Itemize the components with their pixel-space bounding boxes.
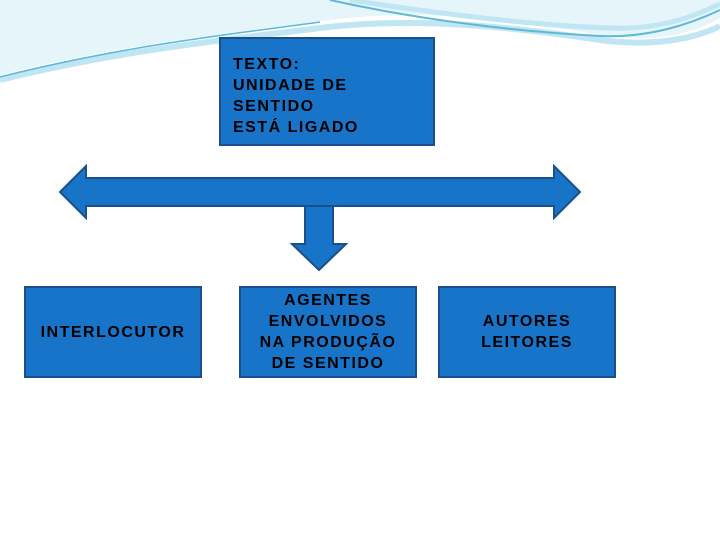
agentes-line: AGENTES [260, 290, 397, 311]
top-box-line: TEXTO: [233, 54, 359, 75]
down-arrow [292, 206, 346, 270]
agentes-line: NA PRODUÇÃO [260, 332, 397, 353]
autores-line: AUTORES [481, 311, 573, 332]
top-box: TEXTO: UNIDADE DE SENTIDO ESTÁ LIGADO [219, 37, 435, 146]
autores-box: AUTORES LEITORES [438, 286, 616, 378]
top-box-line: SENTIDO [233, 96, 359, 117]
agentes-line: ENVOLVIDOS [260, 311, 397, 332]
double-headed-arrow [60, 166, 580, 218]
autores-line: LEITORES [481, 332, 573, 353]
top-box-line: UNIDADE DE [233, 75, 359, 96]
agentes-line: DE SENTIDO [260, 353, 397, 374]
top-box-line: ESTÁ LIGADO [233, 117, 359, 138]
agentes-box: AGENTES ENVOLVIDOS NA PRODUÇÃO DE SENTID… [239, 286, 417, 378]
interlocutor-label: INTERLOCUTOR [41, 322, 186, 343]
interlocutor-box: INTERLOCUTOR [24, 286, 202, 378]
top-box-text: TEXTO: UNIDADE DE SENTIDO ESTÁ LIGADO [233, 54, 359, 138]
